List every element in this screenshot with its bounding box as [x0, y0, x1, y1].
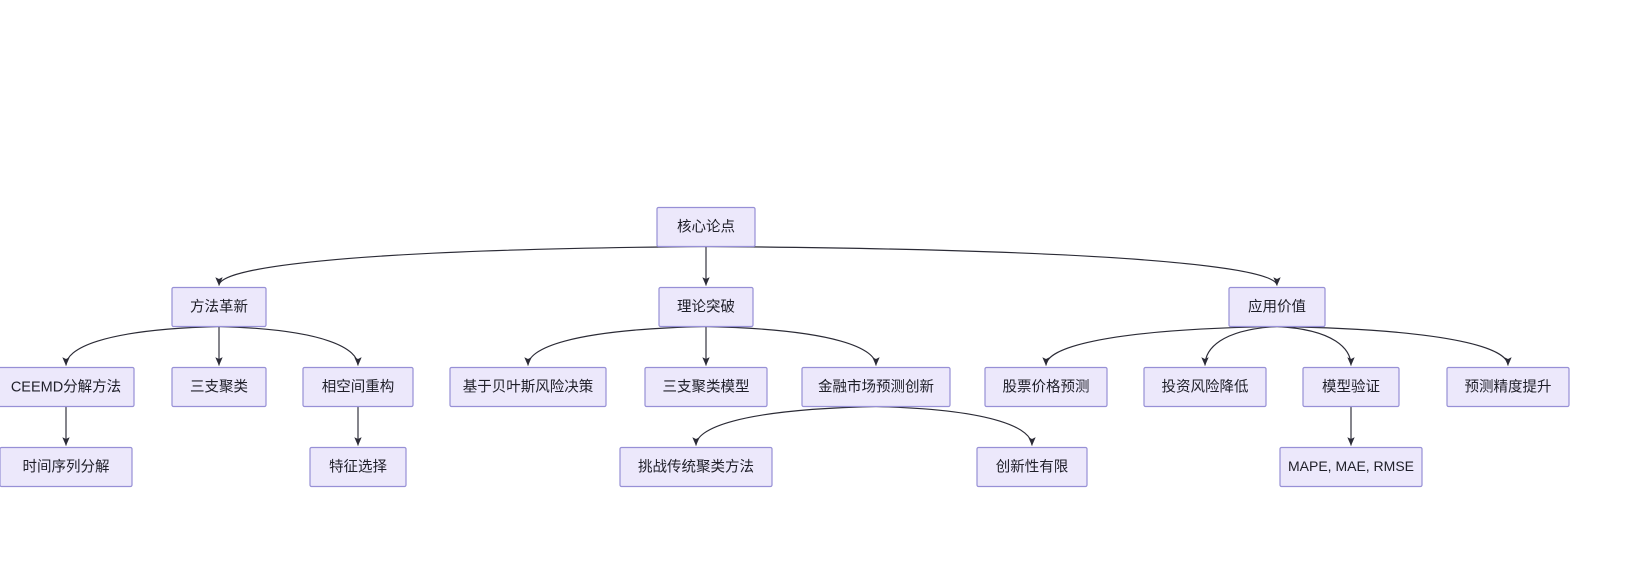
- node-box-metrics[interactable]: [1279, 446, 1423, 488]
- node-stock[interactable]: 股票价格预测: [984, 366, 1108, 408]
- edge-applied-to-accuracy: [1276, 325, 1512, 366]
- node-phase[interactable]: 相空间重构: [302, 366, 414, 408]
- node-box-tsdecomp[interactable]: [0, 446, 133, 488]
- node-box-twmodel[interactable]: [644, 366, 768, 408]
- node-box-bayes[interactable]: [449, 366, 607, 408]
- node-featsel[interactable]: 特征选择: [309, 446, 407, 488]
- node-box-phase[interactable]: [302, 366, 414, 408]
- node-label-fininnov: 金融市场预测创新: [818, 378, 934, 395]
- node-twmodel[interactable]: 三支聚类模型: [644, 366, 768, 408]
- node-label-bayes: 基于贝叶斯风险决策: [463, 378, 594, 395]
- node-fininnov[interactable]: 金融市场预测创新: [801, 366, 951, 408]
- node-box-validate[interactable]: [1302, 366, 1400, 408]
- node-root[interactable]: 核心论点: [656, 206, 756, 248]
- node-box-root[interactable]: [656, 206, 756, 248]
- edge-applied-to-validate: [1276, 325, 1355, 366]
- node-challenge[interactable]: 挑战传统聚类方法: [619, 446, 773, 488]
- node-box-ceemd[interactable]: [0, 366, 135, 408]
- node-box-limited[interactable]: [976, 446, 1088, 488]
- node-label-metrics: MAPE, MAE, RMSE: [1288, 458, 1414, 474]
- node-box-accuracy[interactable]: [1446, 366, 1570, 408]
- node-bayes[interactable]: 基于贝叶斯风险决策: [449, 366, 607, 408]
- node-applied[interactable]: 应用价值: [1228, 286, 1326, 328]
- node-label-riskdown: 投资风险降低: [1162, 378, 1249, 395]
- edge-fininnov-to-challenge: [692, 405, 877, 446]
- node-label-applied: 应用价值: [1248, 297, 1306, 315]
- node-label-theory: 理论突破: [677, 298, 735, 315]
- node-method[interactable]: 方法革新: [171, 286, 267, 328]
- node-label-stock: 股票价格预测: [1003, 378, 1090, 395]
- node-ceemd[interactable]: CEEMD分解方法: [0, 366, 135, 408]
- node-box-fininnov[interactable]: [801, 366, 951, 408]
- node-threeway[interactable]: 三支聚类: [171, 366, 267, 408]
- node-box-method[interactable]: [171, 286, 267, 328]
- node-theory[interactable]: 理论突破: [658, 286, 754, 328]
- node-label-validate: 模型验证: [1322, 378, 1380, 395]
- node-label-twmodel: 三支聚类模型: [663, 378, 750, 395]
- node-label-challenge: 挑战传统聚类方法: [638, 458, 754, 475]
- node-label-limited: 创新性有限: [996, 458, 1069, 475]
- edge-theory-to-bayes: [524, 325, 707, 366]
- node-box-applied[interactable]: [1228, 286, 1326, 328]
- edge-method-to-ceemd: [62, 325, 220, 366]
- node-label-method: 方法革新: [190, 298, 248, 315]
- node-box-challenge[interactable]: [619, 446, 773, 488]
- node-box-theory[interactable]: [658, 286, 754, 328]
- node-label-root: 核心论点: [677, 218, 735, 235]
- node-label-featsel: 特征选择: [329, 458, 387, 475]
- edge-applied-to-riskdown: [1201, 325, 1278, 366]
- node-label-phase: 相空间重构: [322, 378, 395, 395]
- node-box-featsel[interactable]: [309, 446, 407, 488]
- node-validate[interactable]: 模型验证: [1302, 366, 1400, 408]
- node-riskdown[interactable]: 投资风险降低: [1143, 366, 1267, 408]
- edge-fininnov-to-limited: [875, 405, 1036, 446]
- node-box-riskdown[interactable]: [1143, 366, 1267, 408]
- node-metrics[interactable]: MAPE, MAE, RMSE: [1279, 446, 1423, 488]
- node-label-threeway: 三支聚类: [190, 378, 248, 395]
- node-label-ceemd: CEEMD分解方法: [11, 378, 121, 395]
- edge-method-to-phase: [218, 325, 362, 366]
- edge-root-to-method: [215, 245, 707, 286]
- edge-layer: [62, 245, 1512, 446]
- node-label-tsdecomp: 时间序列分解: [23, 458, 110, 475]
- node-limited[interactable]: 创新性有限: [976, 446, 1088, 488]
- edge-theory-to-fininnov: [705, 325, 880, 366]
- node-box-stock[interactable]: [984, 366, 1108, 408]
- edge-root-to-applied: [705, 245, 1281, 286]
- node-accuracy[interactable]: 预测精度提升: [1446, 366, 1570, 408]
- node-label-accuracy: 预测精度提升: [1465, 378, 1552, 395]
- edge-applied-to-stock: [1042, 325, 1278, 366]
- node-tsdecomp[interactable]: 时间序列分解: [0, 446, 133, 488]
- node-box-threeway[interactable]: [171, 366, 267, 408]
